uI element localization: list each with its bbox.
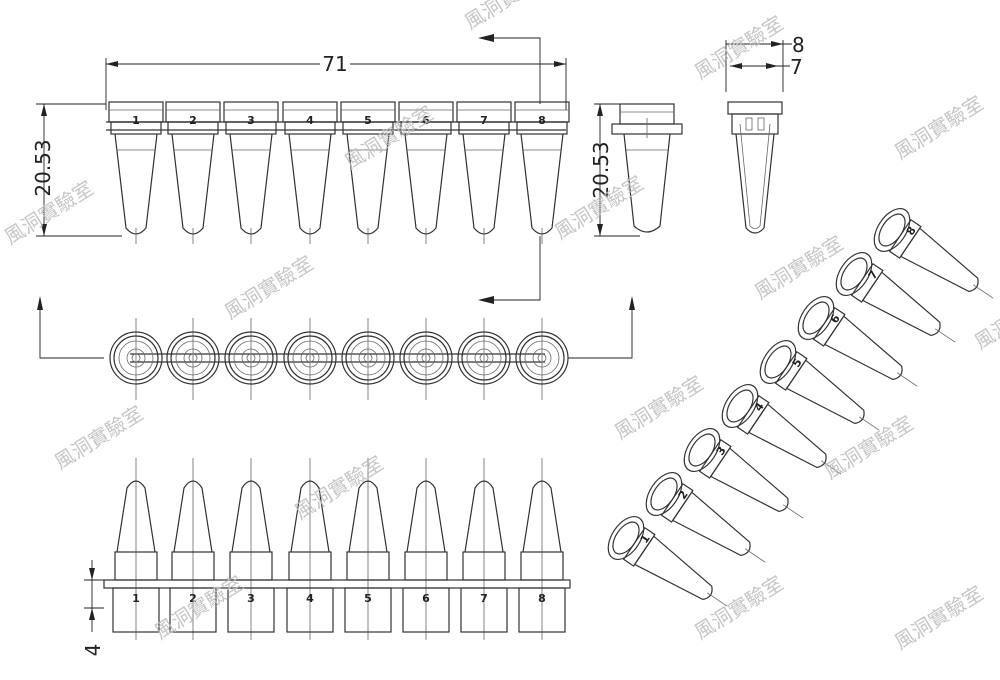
front-tube: 7 <box>456 101 512 244</box>
dimension-width: 71 <box>105 52 567 110</box>
top-ring <box>515 318 569 400</box>
bottom-tube: 4 <box>286 458 334 640</box>
dimension-height-label: 20.53 <box>31 139 55 196</box>
front-tube-label: 3 <box>247 114 255 127</box>
front-tube: 1 <box>108 101 164 244</box>
watermark-text: 風洞實驗室 <box>750 231 848 304</box>
front-tube: 3 <box>223 101 279 244</box>
top-ring <box>283 318 337 400</box>
iso-tube-label: 7 <box>866 268 881 282</box>
front-tube-label: 5 <box>364 114 372 127</box>
front-tube: 8 <box>514 101 570 244</box>
iso-tube-label: 3 <box>714 444 729 458</box>
bottom-tube-label: 1 <box>132 592 140 605</box>
section-view <box>727 101 783 234</box>
watermark-text: 風洞實驗室 <box>220 251 318 324</box>
watermark-text: 風洞實驗室 <box>610 371 708 444</box>
bottom-tube-label: 7 <box>480 592 488 605</box>
bottom-tube-label: 3 <box>247 592 255 605</box>
dimension-side-height-label: 20.53 <box>589 141 613 198</box>
front-tube-label: 7 <box>480 114 488 127</box>
iso-tube: 8 <box>873 208 994 299</box>
watermark-text: 風洞實驗室 <box>50 401 148 474</box>
dimension-height: 20.53 <box>31 103 122 237</box>
watermark-text: 風洞實驗室 <box>290 451 388 524</box>
dimension-top-8-label: 8 <box>792 33 805 57</box>
dimension-cap-label: 4 <box>81 644 105 657</box>
bottom-view: 1 2 3 4 5 6 7 8 <box>103 458 571 640</box>
top-ring <box>399 318 453 400</box>
dimension-top: 8 7 <box>725 33 805 92</box>
bottom-tube: 8 <box>518 458 566 640</box>
watermark-layer: 風洞實驗室風洞實驗室風洞實驗室風洞實驗室風洞實驗室風洞實驗室風洞實驗室風洞實驗室… <box>0 0 1000 654</box>
section-leader <box>478 34 541 304</box>
front-tube: 2 <box>165 101 221 244</box>
top-ring <box>341 318 395 400</box>
watermark-text: 風洞實驗室 <box>150 571 248 644</box>
top-ring <box>166 318 220 400</box>
iso-tube-label: 8 <box>904 224 919 238</box>
front-tube: 4 <box>282 101 338 244</box>
iso-tube: 6 <box>797 296 918 387</box>
front-tube: 5 <box>340 101 396 244</box>
bottom-tube-label: 8 <box>538 592 546 605</box>
bottom-tube: 1 <box>112 458 160 640</box>
dimension-top-7-label: 7 <box>790 55 803 79</box>
front-tube-label: 8 <box>538 114 546 127</box>
iso-tube: 3 <box>683 428 804 519</box>
watermark-text: 風洞實驗室 <box>460 0 558 34</box>
iso-tube-label: 2 <box>676 488 691 502</box>
iso-tube: 7 <box>835 252 956 343</box>
top-ring <box>457 318 511 400</box>
front-tube-label: 4 <box>306 114 314 127</box>
bottom-tube: 6 <box>402 458 450 640</box>
top-ring <box>109 318 163 400</box>
iso-tube-label: 1 <box>638 532 653 546</box>
dimension-width-label: 71 <box>322 52 347 76</box>
bottom-tube-label: 6 <box>422 592 430 605</box>
front-view: 1 2 3 4 5 6 7 8 <box>106 101 570 244</box>
dimension-side-height: 20.53 <box>589 103 640 237</box>
iso-tube-label: 5 <box>790 356 805 370</box>
iso-tube: 1 <box>607 516 728 607</box>
iso-tube: 2 <box>645 472 766 563</box>
bottom-tube-label: 5 <box>364 592 372 605</box>
watermark-text: 風洞實驗室 <box>820 411 918 484</box>
watermark-text: 風洞實驗室 <box>890 91 988 164</box>
bottom-tube: 5 <box>344 458 392 640</box>
top-view <box>37 296 635 400</box>
bottom-tube: 3 <box>227 458 275 640</box>
watermark-text: 風洞實驗室 <box>890 581 988 654</box>
isometric-view: 1 2 3 4 5 6 7 8 <box>607 208 994 607</box>
iso-tube-label: 4 <box>752 400 767 414</box>
top-ring <box>224 318 278 400</box>
watermark-text: 風洞實驗室 <box>970 281 1000 354</box>
front-tube: 6 <box>398 101 454 244</box>
bottom-tube-label: 2 <box>189 592 197 605</box>
bottom-tube: 2 <box>169 458 217 640</box>
front-tube-label: 2 <box>189 114 197 127</box>
watermark-text: 風洞實驗室 <box>340 101 438 174</box>
bottom-tube: 7 <box>460 458 508 640</box>
watermark-text: 風洞實驗室 <box>690 571 788 644</box>
bottom-tube-label: 4 <box>306 592 314 605</box>
iso-tube-label: 6 <box>828 312 843 326</box>
side-view <box>611 103 683 233</box>
front-tube-label: 1 <box>132 114 140 127</box>
dimension-cap: 4 <box>81 560 105 656</box>
front-tube-label: 6 <box>422 114 430 127</box>
watermark-text: 風洞實驗室 <box>690 11 788 84</box>
